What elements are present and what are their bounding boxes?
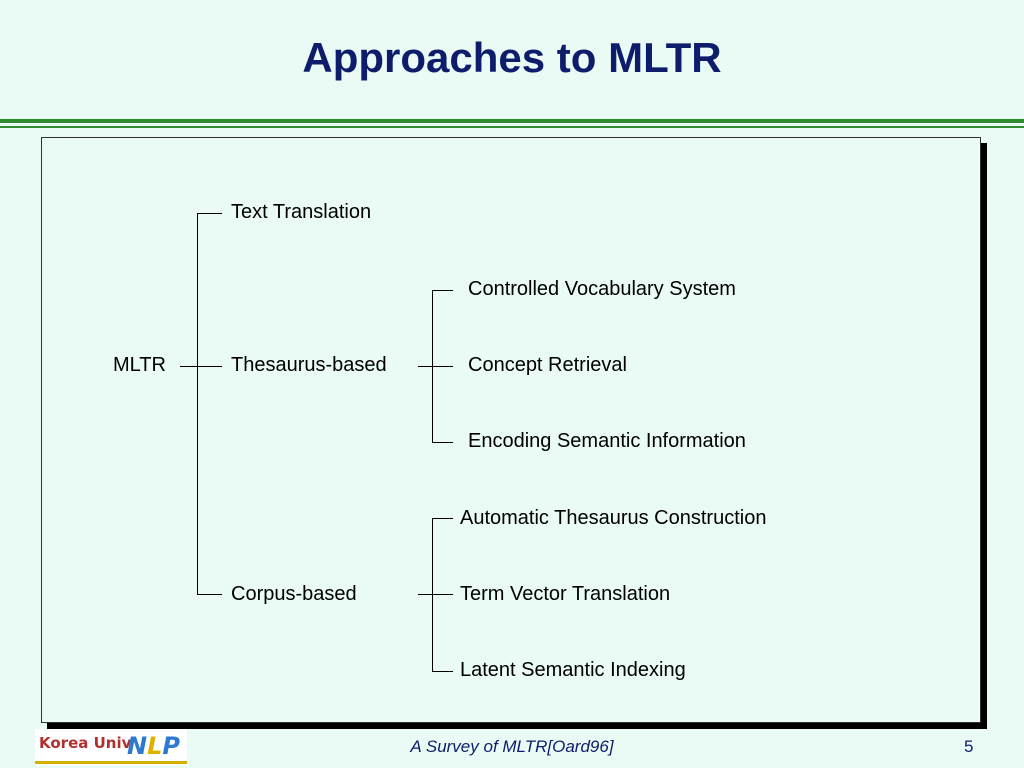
leaf-latent-semantic: Latent Semantic Indexing	[460, 659, 686, 681]
corpus-top-connector	[432, 518, 453, 519]
root-label: MLTR	[113, 354, 166, 376]
thesaurus-bottom-connector	[432, 442, 453, 443]
title-divider-thin	[0, 126, 1024, 128]
logo-nlp-text: NLP	[127, 732, 180, 760]
thesaurus-top-connector	[432, 290, 453, 291]
branch-corpus-based: Corpus-based	[231, 583, 357, 605]
branch-text-translation: Text Translation	[231, 201, 372, 223]
leaf-term-vector: Term Vector Translation	[460, 583, 671, 605]
corpus-connector	[197, 594, 222, 595]
corpus-vertical-line	[432, 518, 433, 671]
leaf-automatic-thesaurus: Automatic Thesaurus Construction	[460, 507, 767, 529]
root-connector	[180, 366, 222, 367]
thesaurus-vertical-line	[432, 290, 433, 442]
corpus-bottom-connector	[432, 671, 453, 672]
leaf-encoding-semantic: Encoding Semantic Information	[468, 430, 746, 452]
corpus-out-connector	[418, 594, 453, 595]
logo-korea-univ-text: Korea Univ	[39, 734, 132, 752]
thesaurus-out-connector	[418, 366, 453, 367]
leaf-concept-retrieval: Concept Retrieval	[468, 354, 627, 376]
logo-underline	[35, 761, 187, 764]
footer-citation: A Survey of MLTR[Oard96]	[410, 737, 614, 756]
page-number: 5	[964, 737, 974, 756]
title-divider-thick	[0, 119, 1024, 123]
branch-thesaurus-based: Thesaurus-based	[231, 354, 387, 376]
slide-title: Approaches to MLTR	[302, 34, 722, 81]
korea-univ-nlp-logo: Korea Univ NLP	[35, 729, 187, 766]
main-vertical-line	[197, 213, 198, 595]
text-translation-connector	[197, 213, 222, 214]
leaf-controlled-vocabulary: Controlled Vocabulary System	[468, 278, 736, 300]
